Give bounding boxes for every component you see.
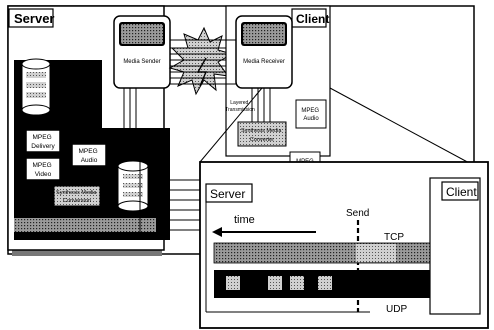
media-sender-label: Media Sender — [123, 59, 160, 65]
media-receiver: Media Receiver — [236, 16, 292, 88]
layered-line2: Transmission — [225, 107, 255, 113]
udp-packet-3 — [290, 276, 304, 290]
client-label: Client — [296, 12, 329, 26]
tcp-packet-tail — [356, 244, 396, 262]
layered-line1: Layered — [230, 100, 248, 106]
media-receiver-label: Media Receiver — [243, 59, 285, 65]
mpeg-audio-server-line2: Audio — [81, 157, 98, 164]
udp-packet-2 — [268, 276, 282, 290]
synthesis-right-line1: Synthesis Media — [241, 128, 282, 134]
server-dotted-base — [14, 218, 156, 232]
synthesis-right-line2: Converter — [250, 137, 274, 143]
udp-label: UDP — [386, 304, 407, 315]
tcp-band — [214, 243, 430, 263]
mpeg-audio-client-line1: MPEG — [301, 108, 319, 114]
database-icon — [22, 59, 50, 115]
main-frame-shadow — [12, 250, 162, 256]
inset-client-label: Client — [446, 185, 477, 199]
mpeg-video-server-line2: Video — [35, 171, 52, 178]
database-icon-2 — [118, 161, 148, 211]
inset-panel: Server Client time Send TCP UDP — [200, 162, 488, 328]
mpeg-audio-server-line1: MPEG — [79, 148, 98, 155]
time-label: time — [234, 214, 255, 226]
synthesis-left-line1: Synthesis Media — [56, 190, 97, 196]
mpeg-delivery-line1: MPEG — [33, 134, 52, 141]
tcp-label: TCP — [384, 232, 404, 243]
synthesis-left-line2: Conversion — [63, 198, 91, 204]
inset-server-label: Server — [210, 187, 245, 201]
server-label: Server — [14, 11, 54, 26]
mpeg-video-server-line1: MPEG — [33, 162, 52, 169]
mpeg-audio-client-line2: Audio — [303, 116, 319, 122]
udp-packet-4 — [318, 276, 332, 290]
mpeg-audio-client-box — [296, 100, 326, 128]
mpeg-delivery-line2: Delivery — [31, 143, 55, 150]
send-label: Send — [346, 208, 369, 219]
udp-packet-1 — [226, 276, 240, 290]
